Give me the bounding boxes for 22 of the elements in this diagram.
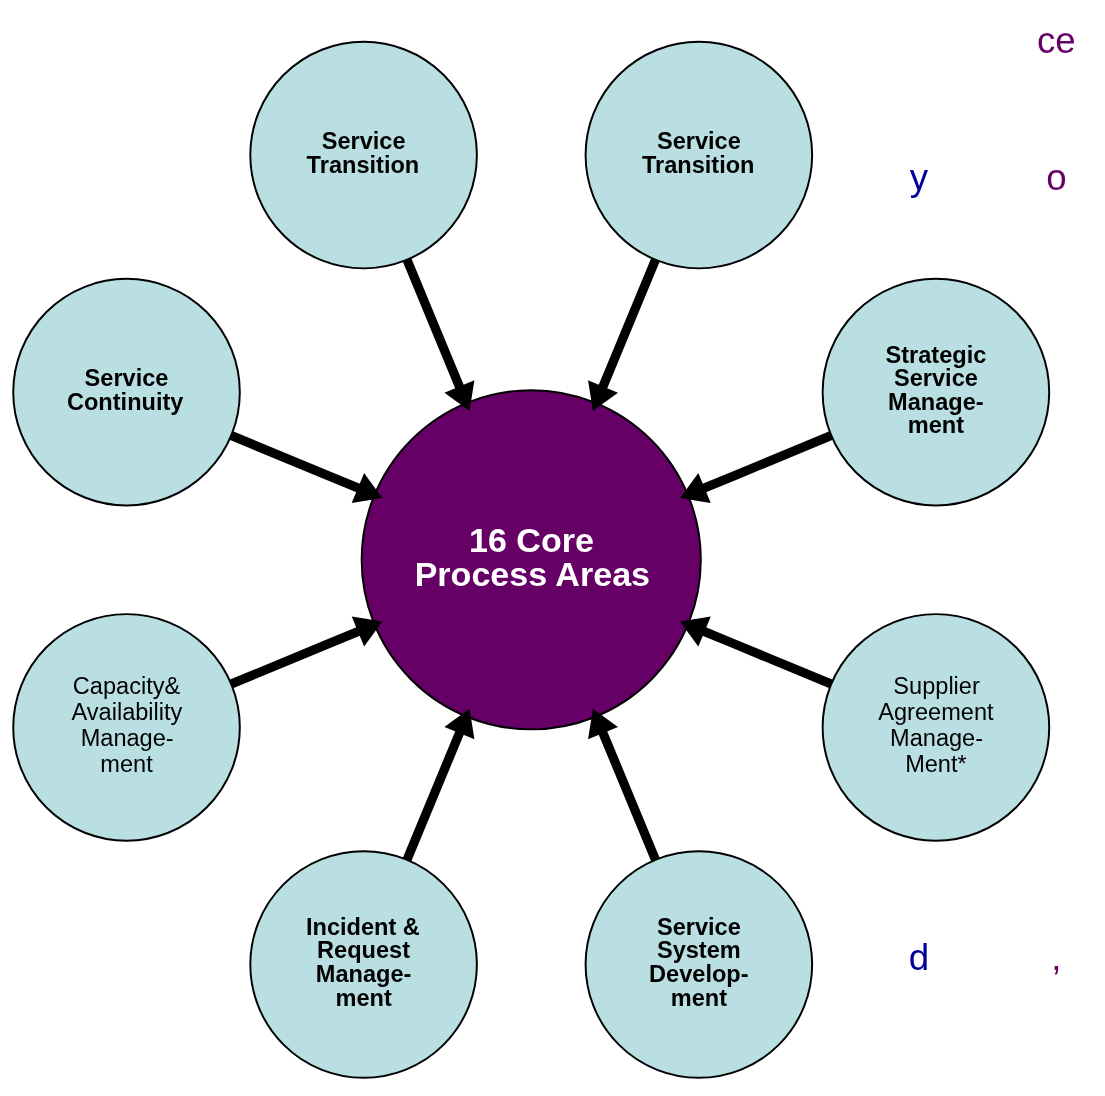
- label: ,: [1051, 936, 1062, 978]
- arrow: [588, 708, 660, 862]
- node-circle: 16 Core Process Areas: [360, 389, 702, 731]
- arrow: [402, 708, 475, 862]
- node-circle: Incident & Request Manage- ment: [249, 850, 478, 1079]
- node-circle: Service Continuity: [12, 277, 241, 507]
- label: o: [1046, 157, 1067, 199]
- node-circle: Service Transition: [584, 40, 814, 270]
- arrow: [588, 258, 660, 411]
- arrow: [680, 616, 833, 689]
- arrow: [229, 616, 383, 689]
- node-circle: Capacity& Availability Manage- ment: [12, 613, 241, 842]
- arrow: [402, 258, 475, 411]
- label: ce: [1037, 19, 1076, 61]
- arrow: [680, 431, 833, 503]
- node-circle: Strategic Service Manage- ment: [821, 277, 1051, 507]
- node-circle: Service Transition: [249, 40, 478, 270]
- label: y: [909, 157, 929, 199]
- arrow: [229, 431, 383, 503]
- node-circle: Supplier Agreement Manage- Ment*: [821, 613, 1051, 842]
- node-circle: Service System Develop- ment: [584, 850, 814, 1079]
- label: d: [908, 936, 930, 978]
